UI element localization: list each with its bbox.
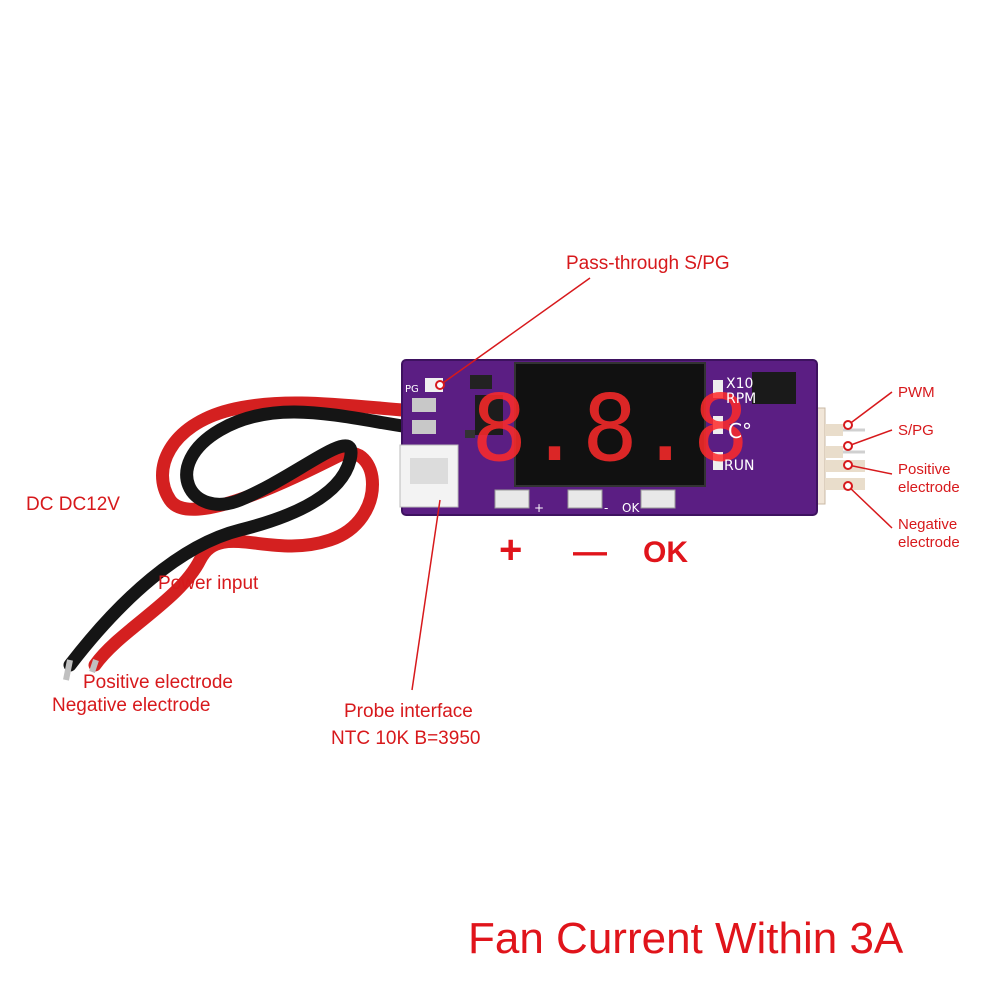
power-wires — [63, 396, 437, 681]
label-pin-pwm: PWM — [898, 384, 935, 401]
button-label-minus: — — [573, 533, 607, 571]
label-dc-input: DC DC12V — [26, 494, 120, 515]
callout-dots — [435, 380, 853, 491]
silk-plus: + — [534, 501, 544, 515]
label-probe-line2: NTC 10K B=3950 — [331, 728, 481, 749]
label-pin-spg: S/PG — [898, 422, 934, 439]
seven-segment-display — [514, 362, 706, 487]
label-pin-negative-1: Negative — [898, 516, 958, 533]
board-button-minus[interactable] — [567, 489, 603, 509]
label-pin-negative-2: electrode — [898, 534, 960, 551]
silk-ok: OK — [622, 501, 640, 515]
silk-pg: PG — [405, 384, 419, 395]
label-pin-positive-1: Positive — [898, 461, 951, 478]
callout-lines — [411, 277, 893, 691]
silk-rpm: RPM — [726, 391, 756, 407]
button-label-ok: OK — [643, 536, 688, 569]
label-pin-positive-2: electrode — [898, 479, 960, 496]
label-probe-line1: Probe interface — [344, 701, 473, 722]
silk-minus: - — [604, 501, 608, 515]
silk-celsius: C° — [728, 419, 752, 443]
caption: Fan Current Within 3A — [468, 914, 904, 963]
label-wire-positive: Positive electrode — [83, 672, 233, 693]
label-pass-through: Pass-through S/PG — [566, 253, 730, 274]
silk-run: RUN — [724, 458, 754, 474]
label-power-input: Power input — [158, 573, 259, 594]
board-button-ok[interactable] — [640, 489, 676, 509]
button-label-plus: + — [499, 528, 523, 572]
label-wire-negative: Negative electrode — [52, 695, 211, 716]
silk-x10: X10 — [726, 376, 753, 392]
display-digits: 8.8.8 — [472, 375, 749, 482]
board-button-plus[interactable] — [494, 489, 530, 509]
